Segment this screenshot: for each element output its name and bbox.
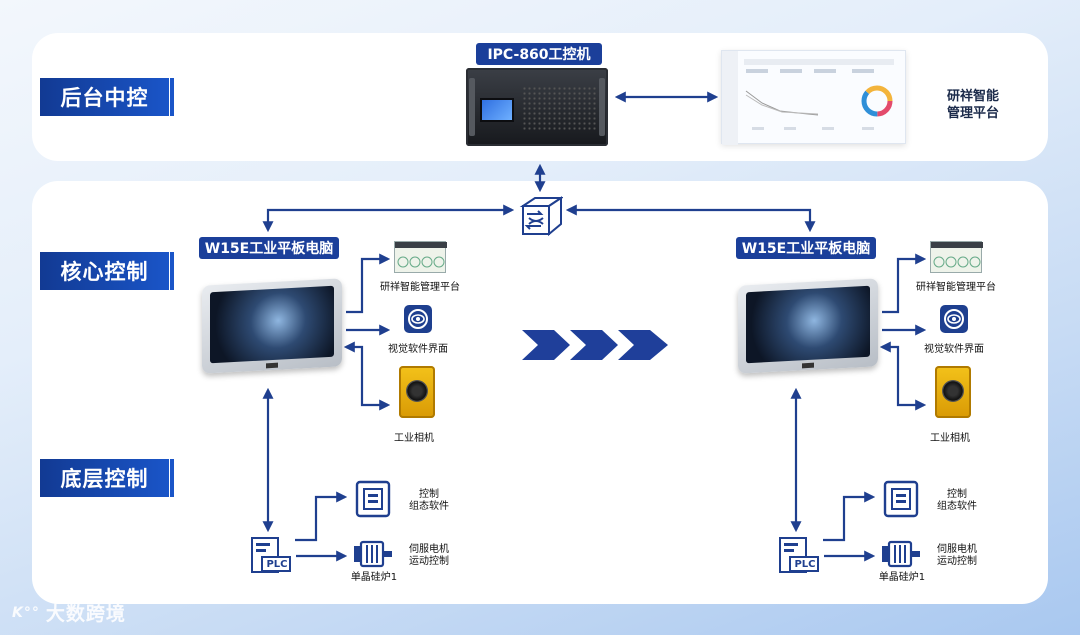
right-servo-label-line1: 伺服电机: [937, 544, 977, 555]
watermark-logo-icon: K°°: [12, 604, 40, 621]
watermark-text: 大数跨境: [45, 603, 126, 625]
ipc-title: IPC-860工控机: [476, 43, 602, 65]
left-servo-motor-icon: [352, 538, 394, 570]
left-ctrl-label-line2: 组态软件: [409, 501, 449, 512]
platform-label-line2: 管理平台: [946, 106, 999, 121]
left-servo-label: 伺服电机 运动控制: [404, 544, 454, 568]
left-vision-label: 视觉软件界面: [388, 344, 448, 355]
tier-label-core: 核心控制: [40, 252, 174, 290]
right-plc-text: PLC: [794, 559, 816, 570]
network-switch-icon: [517, 194, 565, 238]
left-servo-label-line1: 伺服电机: [409, 544, 449, 555]
left-ctrl-label-line1: 控制: [419, 489, 439, 500]
platform-label: 研祥智能 管理平台: [938, 88, 1008, 122]
left-camera-label: 工业相机: [394, 433, 434, 444]
right-servo-motor-icon: [880, 538, 922, 570]
left-control-software-icon: [355, 480, 391, 518]
right-control-software-icon: [883, 480, 919, 518]
right-camera-label: 工业相机: [930, 433, 970, 444]
right-ctrl-label-line1: 控制: [947, 489, 967, 500]
left-vision-software-icon: [404, 305, 432, 333]
right-servo-label-line2: 运动控制: [937, 556, 977, 567]
left-ctrl-label: 控制 组态软件: [404, 489, 454, 513]
right-panel-pc-image: [738, 278, 878, 374]
tier-label-bottom: 底层控制: [40, 459, 174, 497]
right-mgmt-thumbnail: [930, 241, 983, 273]
right-mgmt-label: 研祥智能管理平台: [916, 282, 996, 293]
left-plc-icon: PLC: [250, 535, 292, 575]
right-ctrl-label: 控制 组态软件: [932, 489, 982, 513]
ipc-server-image: [466, 68, 608, 146]
right-vision-label: 视觉软件界面: [924, 344, 984, 355]
management-dashboard-image: [721, 50, 906, 145]
right-plc-icon: PLC: [778, 535, 820, 575]
right-ctrl-label-line2: 组态软件: [937, 501, 977, 512]
flow-chevrons-icon: [522, 330, 670, 360]
right-industrial-camera-image: [935, 366, 971, 418]
right-servo-label: 伺服电机 运动控制: [932, 544, 982, 568]
right-vision-software-icon: [940, 305, 968, 333]
right-furnace-label: 单晶硅炉1: [878, 572, 926, 583]
left-industrial-camera-image: [399, 366, 435, 418]
left-mgmt-label: 研祥智能管理平台: [380, 282, 460, 293]
left-plc-text: PLC: [266, 559, 288, 570]
left-furnace-label: 单晶硅炉1: [350, 572, 398, 583]
tier-label-backend: 后台中控: [40, 78, 174, 116]
watermark: K°° 大数跨境: [12, 599, 126, 626]
left-mgmt-thumbnail: [394, 241, 447, 273]
right-pc-title: W15E工业平板电脑: [736, 237, 876, 259]
left-servo-label-line2: 运动控制: [409, 556, 449, 567]
platform-label-line1: 研祥智能: [946, 89, 999, 104]
left-panel-pc-image: [202, 278, 342, 374]
left-pc-title: W15E工业平板电脑: [199, 237, 339, 259]
